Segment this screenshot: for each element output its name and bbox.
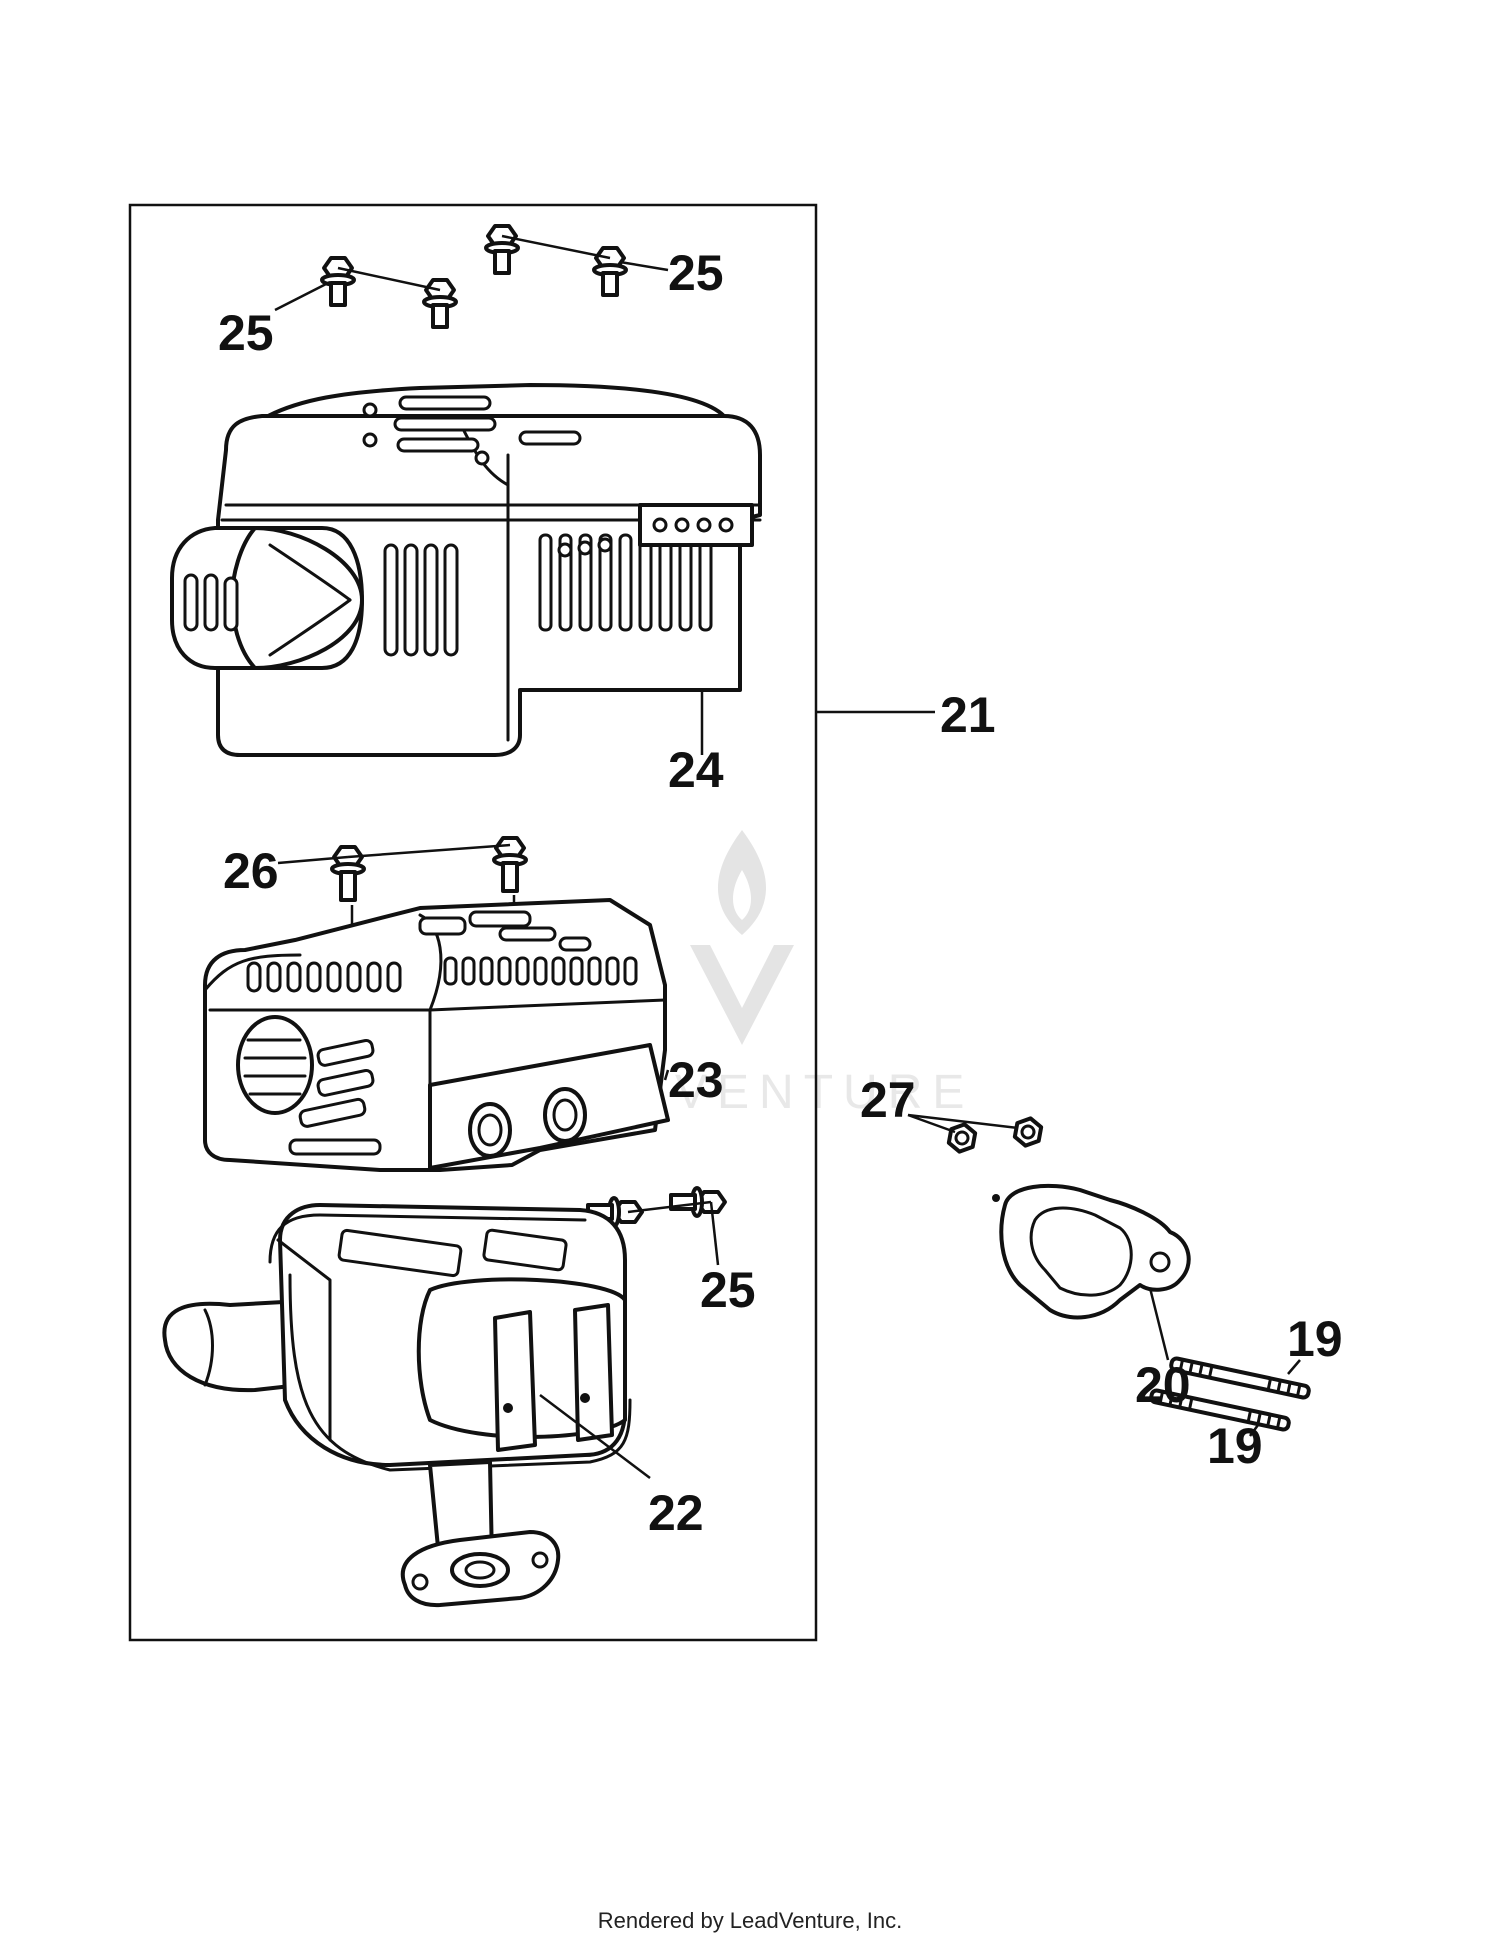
nut-icon [1012,1116,1044,1148]
muffler-22 [162,1203,651,1608]
callout-25-top-right: 25 [668,245,724,301]
callout-26: 26 [223,843,279,899]
callout-21: 21 [940,687,996,743]
vent-slot [518,430,582,446]
side-vents [383,533,713,657]
bolt-set-25-top [274,224,669,329]
bolt-icon [320,256,356,307]
nut-icon [946,1122,978,1154]
vent-slot [398,395,492,411]
bolt-icon [484,224,520,275]
bolt-set-26 [277,836,528,930]
callout-24: 24 [668,742,724,798]
assembly-frame [128,203,818,1642]
callout-25-top-left: 25 [218,305,274,361]
bolt-icon [492,836,528,893]
gasket-20 [992,1183,1191,1361]
bolt-icon [422,278,458,329]
callout-19-upper: 19 [1287,1311,1343,1367]
callout-22: 22 [648,1485,704,1541]
footer-credit: Rendered by LeadVenture, Inc. [598,1908,903,1933]
callout-25-lower: 25 [700,1262,756,1318]
stud-icon [1149,1388,1291,1432]
bolt-icon [669,1186,727,1218]
callout-19-lower: 19 [1207,1418,1263,1474]
stud-set-19 [1149,1356,1311,1437]
upper-vent-row [246,956,638,993]
callout-20: 20 [1135,1357,1191,1413]
stud-icon [1169,1356,1311,1400]
vent-slot [396,437,480,453]
vent-slot [393,416,497,432]
heat-shield-24 [170,383,762,757]
v-logo-icon [690,945,794,1045]
flame-icon [717,830,767,935]
callout-27: 27 [860,1072,916,1128]
heat-shield-23 [203,898,670,1172]
nut-set-27 [907,1113,1044,1154]
callout-23: 23 [668,1052,724,1108]
